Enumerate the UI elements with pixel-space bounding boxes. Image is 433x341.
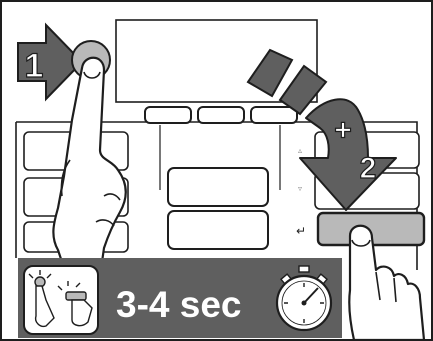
top-button-left[interactable]	[144, 106, 192, 124]
step1-arrow: 1	[17, 22, 84, 102]
center-button-upper[interactable]	[167, 167, 269, 207]
top-button-middle[interactable]	[197, 106, 245, 124]
step2-plus: +	[334, 114, 352, 147]
stopwatch-icon	[275, 265, 333, 332]
right-hand-icon	[348, 224, 426, 341]
panel-divider-lines	[159, 125, 281, 190]
top-button-right[interactable]	[250, 106, 298, 124]
center-button-lower[interactable]	[167, 210, 269, 250]
down-glyph-icon: ▿	[298, 184, 302, 193]
enter-glyph-icon: ↵	[296, 224, 306, 238]
duration-text: 3-4 sec	[116, 284, 242, 325]
step2-number: 2	[360, 152, 377, 185]
up-glyph-icon: ▵	[298, 146, 302, 155]
pictogram-hands	[28, 270, 93, 328]
step2-arrow: + 2	[246, 48, 397, 211]
step1-number: 1	[25, 47, 44, 85]
left-hand-icon	[52, 56, 127, 264]
duration-banner: 3-4 sec	[18, 258, 342, 338]
